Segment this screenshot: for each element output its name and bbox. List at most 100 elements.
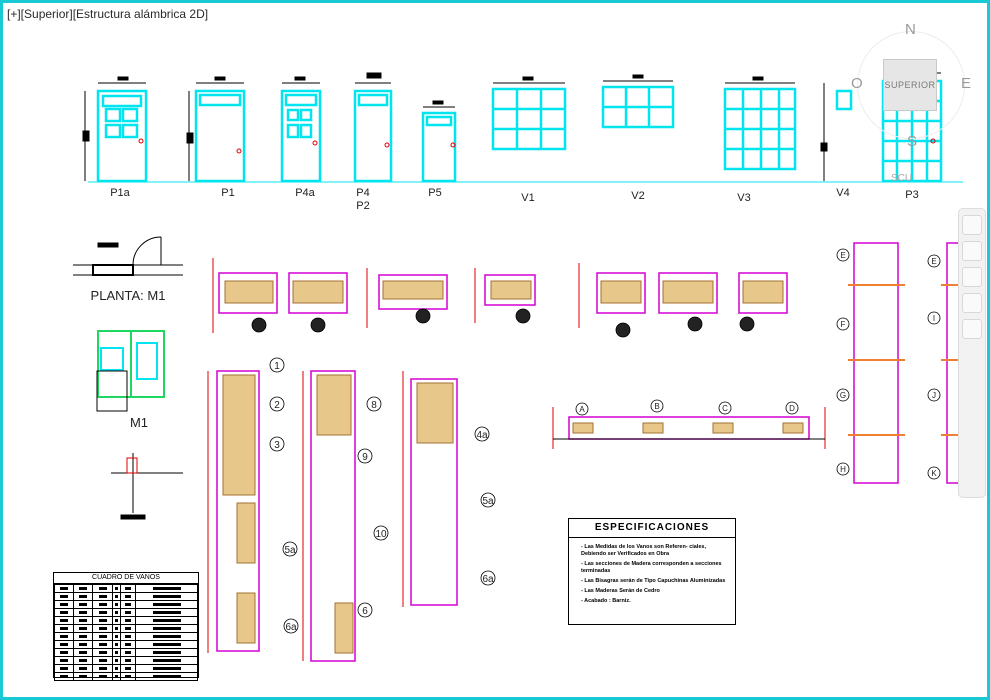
cuadro-cell (73, 632, 94, 641)
cuadro-cell (53, 584, 75, 593)
cuadro-cell (120, 648, 137, 657)
section-a: A (579, 405, 585, 414)
cuadro-cell (92, 648, 113, 657)
cuadro-cell (53, 616, 75, 625)
cuadro-cell (111, 632, 122, 641)
specifications-box: ESPECIFICACIONES - Las Medidas de los Va… (568, 518, 736, 625)
detail-g: G (840, 391, 846, 400)
cuadro-cell (92, 584, 113, 593)
cuadro-cell (111, 664, 122, 673)
cuadro-cell (73, 624, 94, 633)
elevation-v4[interactable] (835, 89, 853, 111)
cuadro-cell (120, 664, 137, 673)
cuadro-cell (92, 608, 113, 617)
cuadro-cell (111, 584, 122, 593)
elevation-v1[interactable] (491, 87, 567, 151)
cuadro-cell (120, 672, 137, 681)
orbit-icon[interactable] (962, 293, 982, 313)
m1-label: M1 (130, 415, 148, 430)
cuadro-cell (120, 640, 137, 649)
cuadro-title: CUADRO DE VANOS (54, 573, 198, 584)
spec-item: - Las secciones de Madera corresponden a… (581, 561, 722, 574)
label-p2: P2 (356, 200, 369, 212)
cuadro-cell (92, 600, 113, 609)
elevation-m1[interactable] (96, 330, 165, 412)
cad-drawing[interactable]: P1a P1 P4a P4 P2 P5 V1 V2 V3 V4 P3 PLANT… (3, 3, 987, 697)
cuadro-cell (135, 640, 198, 649)
cuadro-cell (92, 632, 113, 641)
detail-10: 10 (375, 529, 387, 540)
dimension-lines (82, 72, 941, 181)
detail-8: 8 (371, 400, 377, 411)
cuadro-cell (135, 600, 198, 609)
viewcube[interactable]: N O E S SUPERIOR SCU (851, 21, 981, 191)
zoom-icon[interactable] (962, 267, 982, 287)
cuadro-cell (73, 592, 94, 601)
elevation-v2[interactable] (601, 85, 675, 129)
detail-4a: 4a (476, 430, 488, 441)
pan-icon[interactable] (962, 241, 982, 261)
cuadro-cell (135, 632, 198, 641)
compass-west[interactable]: O (851, 75, 863, 92)
detail-j: J (932, 391, 936, 400)
cuadro-row (53, 672, 198, 681)
cuadro-cell (53, 656, 75, 665)
detail-11: 11 (518, 312, 529, 323)
cuadro-row (53, 640, 198, 649)
detail-f: F (841, 320, 846, 329)
viewport-controls-label[interactable]: [+][Superior][Estructura alámbrica 2D] (7, 7, 209, 21)
label-v3: V3 (737, 192, 750, 204)
navigation-bar[interactable] (958, 208, 986, 498)
cuadro-cell (73, 664, 94, 673)
cuadro-cell (73, 672, 94, 681)
cuadro-cell (73, 616, 94, 625)
viewcube-compass-ring[interactable] (857, 31, 965, 139)
detail-k: K (931, 469, 937, 478)
cuadro-cell (73, 584, 94, 593)
cuadro-row (53, 664, 198, 673)
detail-3a: 3a (741, 320, 753, 331)
horizontal-details: 3 4 7 11 1a 2a 3a (212, 258, 788, 338)
detail-5a: 5a (284, 545, 296, 556)
cuadro-cell (135, 624, 198, 633)
elevation-v3[interactable] (723, 87, 797, 171)
cuadro-cell (92, 672, 113, 681)
cuadro-cell (73, 656, 94, 665)
elevation-p1[interactable] (194, 89, 246, 183)
cuadro-cell (111, 672, 122, 681)
cuadro-cell (135, 664, 198, 673)
wcs-menu[interactable]: SCU (891, 173, 913, 184)
cuadro-cell (135, 672, 198, 681)
cuadro-grid (53, 584, 198, 681)
compass-east[interactable]: E (961, 75, 972, 92)
steering-wheel-icon[interactable] (962, 215, 982, 235)
cuadro-cell (92, 664, 113, 673)
cuadro-cell (135, 584, 198, 593)
cuadro-cell (92, 656, 113, 665)
cuadro-cell (92, 640, 113, 649)
showmotion-icon[interactable] (962, 319, 982, 339)
cuadro-cell (135, 656, 198, 665)
cuadro-cell (111, 656, 122, 665)
elevation-p4a[interactable] (280, 89, 322, 183)
elevation-p1a[interactable] (96, 89, 148, 183)
label-v4: V4 (836, 187, 849, 199)
compass-north[interactable]: N (905, 21, 916, 38)
spec-item: - Las Medidas de los Vanos son Referen- … (581, 544, 707, 557)
section-b: B (654, 402, 659, 411)
label-p4a: P4a (295, 187, 315, 199)
cuadro-cell (73, 648, 94, 657)
label-p1a: P1a (110, 187, 130, 199)
detail-6a-c: 6a (482, 574, 494, 585)
elevation-p4[interactable] (353, 89, 393, 183)
cuadro-row (53, 648, 198, 657)
compass-south[interactable]: S (907, 133, 918, 150)
viewcube-top-face[interactable]: SUPERIOR (883, 59, 937, 111)
specifications-title: ESPECIFICACIONES (569, 519, 735, 538)
detail-e: E (840, 251, 845, 260)
elevation-p5[interactable] (421, 111, 457, 183)
cuadro-cell (92, 624, 113, 633)
cuadro-cell (111, 600, 122, 609)
cuadro-cell (53, 648, 75, 657)
